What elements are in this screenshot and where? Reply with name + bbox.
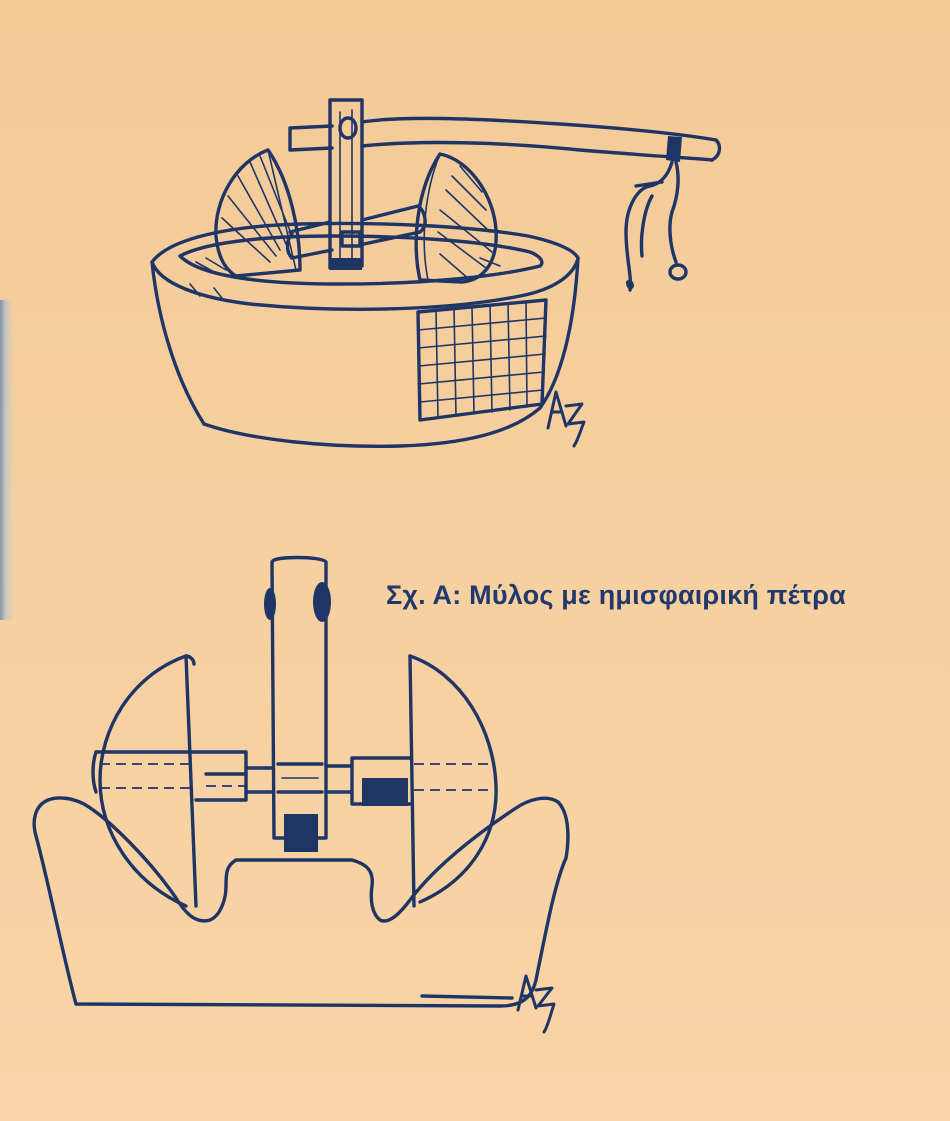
mill-cross-section xyxy=(32,555,570,1034)
section-right-stone xyxy=(408,654,498,908)
basin-texture-5 xyxy=(213,287,223,299)
basin-texture-1 xyxy=(195,261,215,273)
basin-bottom xyxy=(202,406,542,448)
left-stone xyxy=(214,148,302,278)
lever-beam xyxy=(288,116,722,162)
basin-left-side xyxy=(150,260,206,426)
section-right-axle xyxy=(350,756,494,806)
section-left-stone xyxy=(98,654,198,908)
basin-texture-2 xyxy=(205,257,227,271)
page-edge-shadow xyxy=(0,300,14,620)
section-left-axle xyxy=(91,750,248,802)
signature-top xyxy=(546,390,586,448)
section-central-shaft xyxy=(264,555,331,852)
basin-right-side xyxy=(538,256,580,410)
basin-hatch-panel xyxy=(416,298,548,422)
harness-yoke xyxy=(624,160,688,292)
mill-perspective-sketch xyxy=(150,98,722,448)
section-hub xyxy=(244,762,354,794)
stone-axle xyxy=(285,204,427,260)
basin-texture-4 xyxy=(189,283,201,297)
basin-inner-rim xyxy=(178,234,544,286)
trough-outline xyxy=(32,796,570,1008)
right-stone xyxy=(414,152,498,284)
figure-caption: Σχ. Α: Μύλος με ημισφαιρική πέτρα xyxy=(386,580,846,610)
central-shaft xyxy=(328,98,364,270)
base-underline xyxy=(420,994,514,1000)
signature-bottom xyxy=(516,974,556,1034)
